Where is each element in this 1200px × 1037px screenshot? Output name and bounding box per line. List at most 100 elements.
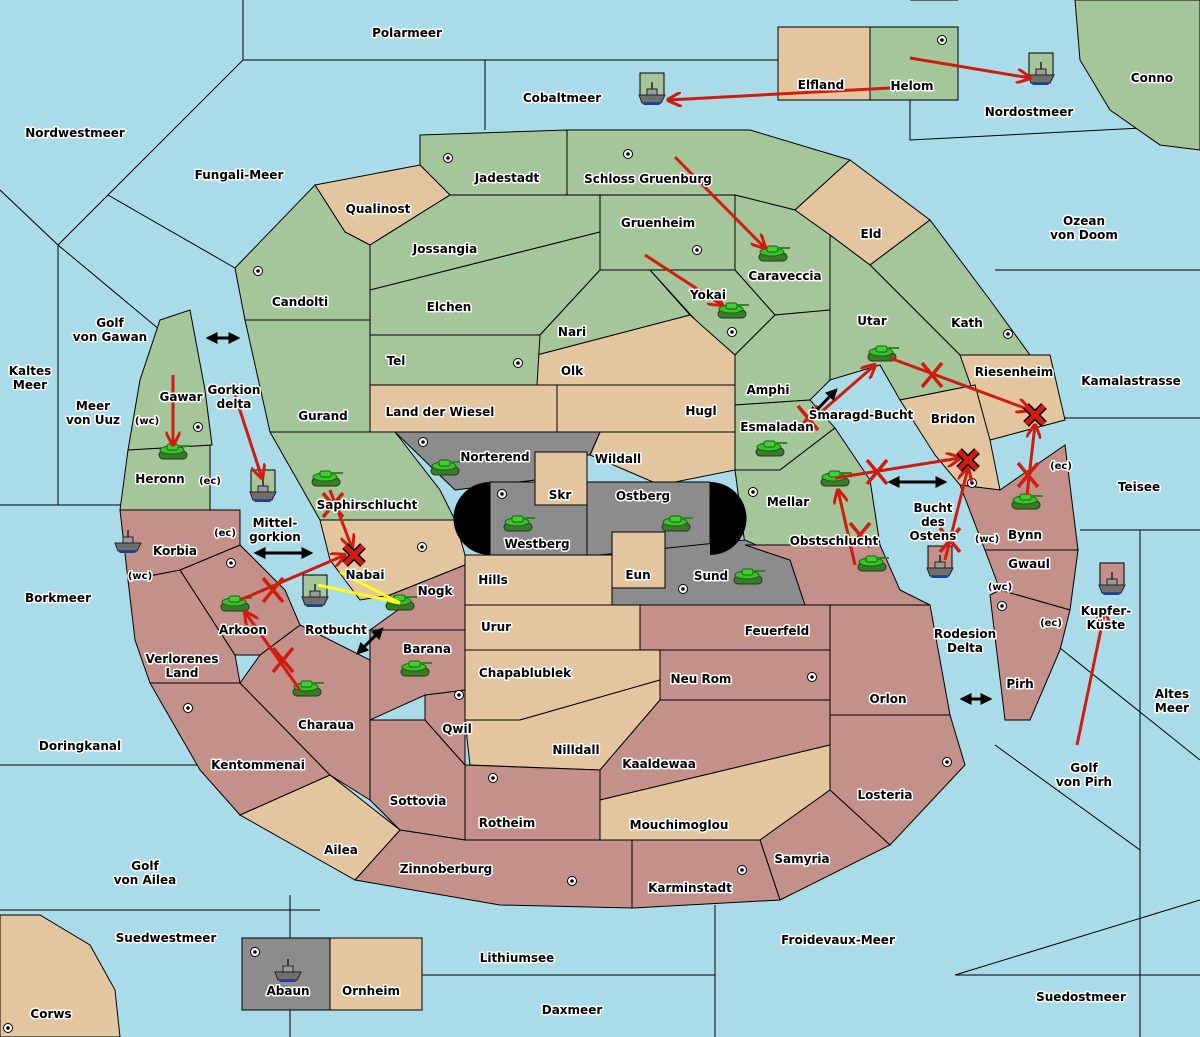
territory-label: Hugl xyxy=(685,404,716,418)
supply-center-dot xyxy=(970,481,974,485)
failed-order-cross-icon xyxy=(1016,461,1040,489)
supply-center-dot xyxy=(740,868,744,872)
move-order-arrow xyxy=(328,489,352,548)
westberg-cap xyxy=(453,482,490,555)
tank-icon[interactable] xyxy=(430,459,462,476)
failed-order-cross-icon xyxy=(261,576,285,604)
territory-label: Heronn xyxy=(135,472,184,486)
territory-label: Gurand xyxy=(298,409,348,423)
territory-label: Eld xyxy=(861,227,882,241)
tank-icon[interactable] xyxy=(661,515,693,532)
territory-corws[interactable] xyxy=(0,914,121,1037)
tank-icon[interactable] xyxy=(1011,493,1043,510)
territory-label: Elfland xyxy=(798,78,844,92)
ship-icon[interactable] xyxy=(1098,562,1126,595)
territory-label: Karminstadt xyxy=(648,881,732,895)
ship-icon[interactable] xyxy=(301,574,329,607)
failed-order-cross-icon xyxy=(271,646,295,674)
tank-icon[interactable] xyxy=(220,595,252,612)
territory-label: Barana xyxy=(403,642,451,656)
tank-icon[interactable] xyxy=(400,660,432,677)
supply-center-dot xyxy=(945,760,949,764)
tank-icon[interactable] xyxy=(867,345,899,362)
territory-label: Qualinost xyxy=(346,202,411,216)
ship-icon[interactable] xyxy=(1027,52,1055,85)
territory-jadestadt[interactable] xyxy=(419,129,568,196)
ship-icon[interactable] xyxy=(274,959,302,982)
territory-label: Helom xyxy=(890,79,933,93)
supply-center-dot xyxy=(457,693,461,697)
territory-label: Ostberg xyxy=(616,489,670,503)
move-order-arrow xyxy=(834,458,960,480)
territory-label: Zinnoberburg xyxy=(400,862,492,876)
ship-icon[interactable] xyxy=(638,72,666,105)
territory-losteria[interactable] xyxy=(829,714,966,846)
territory-label: Amphi xyxy=(746,383,789,397)
territory-helom[interactable] xyxy=(869,26,959,101)
territory-label: Nilldall xyxy=(552,743,599,757)
sea-border xyxy=(57,244,161,331)
territory-ornheim[interactable] xyxy=(329,937,423,1011)
territory-pirh[interactable] xyxy=(989,589,1071,721)
territory-gruenheim[interactable] xyxy=(599,194,736,271)
territory-label: Land der Wiesel xyxy=(386,405,495,419)
sea-label: Kamalastrasse xyxy=(1081,374,1181,388)
supply-center-dot xyxy=(940,38,944,42)
capitals xyxy=(3,35,1013,1033)
territory-label: Westberg xyxy=(504,537,569,551)
sea-border xyxy=(242,0,486,130)
supply-center-dot xyxy=(695,248,699,252)
tank-icon[interactable] xyxy=(857,555,889,572)
sea-border xyxy=(107,194,236,269)
supply-center-dot xyxy=(491,776,495,780)
sea-label: Smaragd-Bucht xyxy=(809,408,914,422)
territory-label: Sottovia xyxy=(390,794,447,808)
adjacency-double-arrow-icon xyxy=(808,388,838,419)
move-order-arrow xyxy=(889,356,1030,410)
territory-label: Candolti xyxy=(272,295,328,309)
ostberg-cap xyxy=(710,482,747,555)
territory-label: Charaua xyxy=(298,718,354,732)
territory-karminstadt[interactable] xyxy=(631,839,781,909)
adjacency-double-arrow-icon xyxy=(356,627,384,655)
supply-center-dot xyxy=(253,950,257,954)
territory-label: Rotheim xyxy=(479,816,536,830)
sea-label: Polarmeer xyxy=(372,26,442,40)
territory-label: Orlon xyxy=(869,692,906,706)
territory-korbia[interactable] xyxy=(119,509,241,581)
sea-label: Froidevaux-Meer xyxy=(781,933,895,947)
territory-saphirschlucht[interactable] xyxy=(269,431,456,521)
territory-skr[interactable] xyxy=(534,451,588,506)
sea-border xyxy=(909,100,1200,141)
supply-center-dot xyxy=(681,587,685,591)
sea-label: Borkmeer xyxy=(25,591,91,605)
tank-icon[interactable] xyxy=(733,568,765,585)
tank-icon[interactable] xyxy=(755,440,787,457)
territory-conno[interactable] xyxy=(1074,0,1200,151)
supply-center-dot xyxy=(256,269,260,273)
territory-obstschlucht[interactable] xyxy=(744,544,931,606)
supply-center-dot xyxy=(420,545,424,549)
territory-label: Tel xyxy=(387,354,406,368)
ship-icon[interactable] xyxy=(114,530,142,553)
tank-icon[interactable] xyxy=(311,470,343,487)
territory-label: Eun xyxy=(625,568,650,582)
territory-label: Abaun xyxy=(266,984,309,998)
territory-label: Norterend xyxy=(460,450,529,464)
tank-icon[interactable] xyxy=(503,515,535,532)
territory-label: Samyria xyxy=(774,852,829,866)
territory-gawar[interactable] xyxy=(127,309,213,451)
sea-label: Suedwestmeer xyxy=(116,931,217,945)
territory-label: Jadestadt xyxy=(474,171,540,185)
territory-label: Mellar xyxy=(767,495,809,509)
territory-label: Kaaldewaa xyxy=(622,757,696,771)
supply-center-dot xyxy=(810,675,814,679)
move-order-arrow xyxy=(1025,425,1035,496)
territory-label: Mouchimoglou xyxy=(630,818,729,832)
ship-icon[interactable] xyxy=(249,469,277,502)
territory-label: Saphirschlucht xyxy=(317,498,418,512)
